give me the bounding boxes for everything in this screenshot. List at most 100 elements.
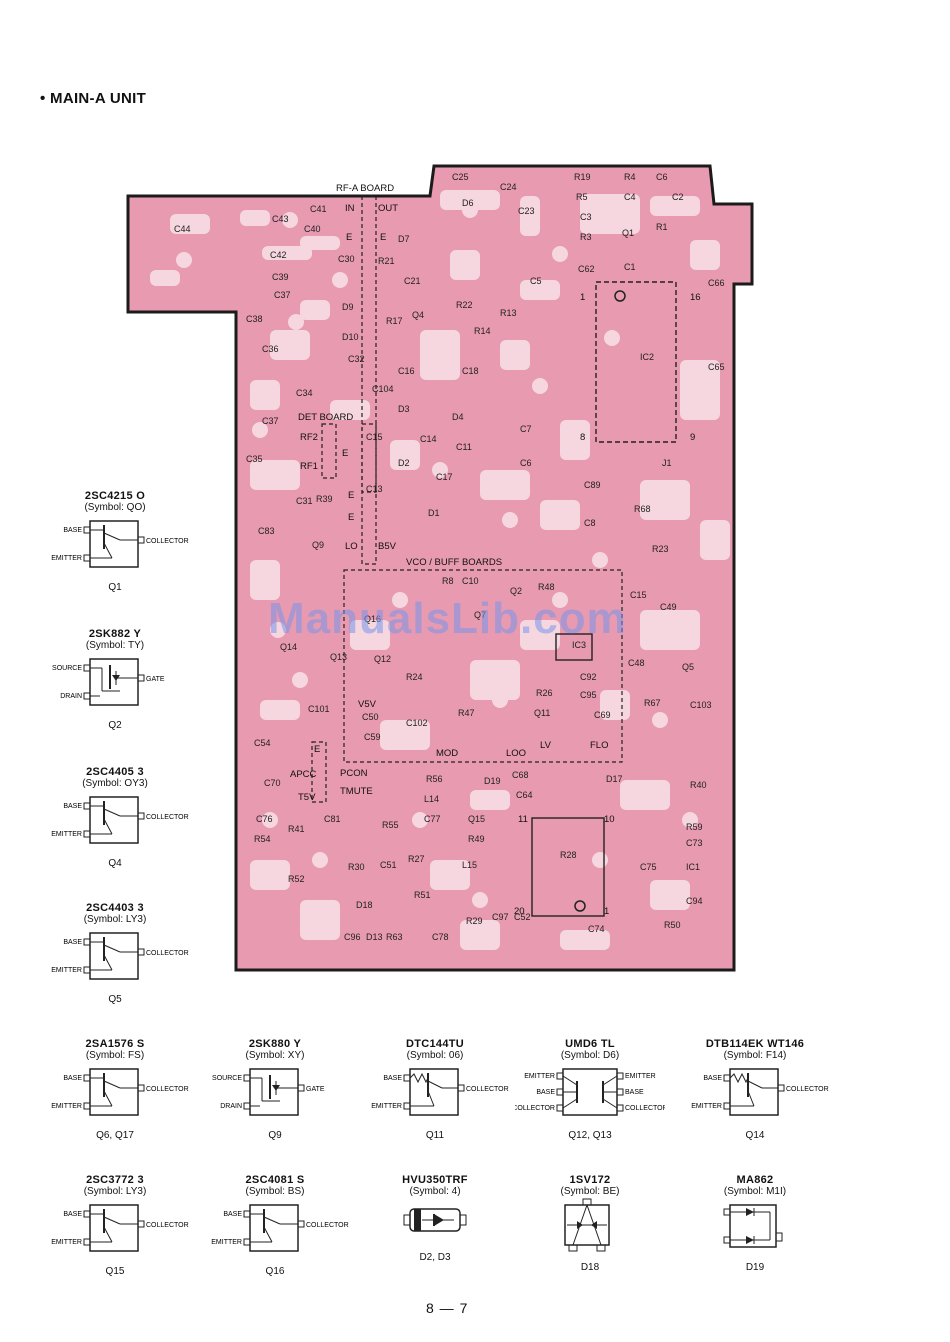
component-label-r51: R51	[414, 890, 431, 900]
component-label-r17: R17	[386, 316, 403, 326]
package-name: 1SV172	[569, 1174, 611, 1186]
component-label-r40: R40	[690, 780, 707, 790]
package-ref: Q9	[268, 1130, 282, 1141]
pin-label-emitter: EMITTER	[524, 1073, 555, 1080]
det-pin-e2: E	[348, 490, 354, 501]
board-pad	[690, 240, 720, 270]
component-label-c92: C92	[580, 672, 597, 682]
vco-pin-t5v: T5V	[298, 792, 316, 803]
component-label-c37: C37	[274, 290, 291, 300]
ic2-pin-16: 16	[690, 292, 701, 303]
pin-label-collector: COLLECTOR	[146, 1086, 189, 1093]
det-pin-e3: E	[348, 512, 354, 523]
package-q16: 2SC4081 S (Symbol: BS) BASE EMITTER COLL…	[200, 1174, 350, 1277]
board-pad	[460, 920, 500, 950]
package-q11: DTC144TU (Symbol: 06) BASE EMITTER COLLE…	[360, 1038, 510, 1141]
component-label-q5: Q5	[682, 662, 694, 672]
board-via	[176, 252, 192, 268]
board-pad	[480, 470, 530, 500]
component-label-d6: D6	[462, 198, 474, 208]
board-pad	[250, 460, 300, 490]
component-label-c73: C73	[686, 838, 703, 848]
component-label-c64: C64	[516, 790, 533, 800]
component-label-r63: R63	[386, 932, 403, 942]
board-pad	[680, 360, 720, 420]
component-label-r4: R4	[624, 172, 636, 182]
component-label-c77: C77	[424, 814, 441, 824]
component-label-c11: C11	[456, 442, 472, 452]
component-label-d19: D19	[484, 776, 501, 786]
component-label-r24: R24	[406, 672, 423, 682]
component-label-r50: R50	[664, 920, 681, 930]
board-via	[312, 852, 328, 868]
pin-label-collector: COLLECTOR	[625, 1105, 665, 1112]
component-label-c4: C4	[624, 192, 636, 202]
component-label-c34: C34	[296, 388, 313, 398]
component-label-r30: R30	[348, 862, 365, 872]
component-label-c14: C14	[420, 434, 437, 444]
board-via	[552, 246, 568, 262]
component-label-c39: C39	[272, 272, 289, 282]
component-label-r27: R27	[408, 854, 425, 864]
pin-label-emitter: EMITTER	[51, 831, 82, 838]
pin-label-collector: COLLECTOR	[306, 1222, 349, 1229]
component-label-c68: C68	[512, 770, 529, 780]
package-q6-q17: 2SA1576 S (Symbol: FS) BASE EMITTER COLL…	[40, 1038, 190, 1141]
component-label-c44: C44	[174, 224, 191, 234]
package-pinout-icon: SOURCE DRAIN GATE	[200, 1061, 350, 1128]
component-label-d7: D7	[398, 234, 410, 244]
pin-label-base: BASE	[383, 1075, 402, 1082]
pin-label-emitter: EMITTER	[211, 1239, 242, 1246]
package-name: MA862	[736, 1174, 774, 1186]
package-pinout-icon: EMITTER BASE COLLECTOR EMITTER BASE COLL…	[512, 1061, 668, 1128]
component-label-q7: Q7	[474, 610, 486, 620]
board-via	[652, 712, 668, 728]
board-via	[282, 212, 298, 228]
component-label-c54: C54	[254, 738, 271, 748]
component-label-c94: C94	[686, 896, 703, 906]
component-label-j1: J1	[662, 458, 672, 468]
watermark: ManualsLib.com	[268, 594, 627, 643]
board-pad	[540, 500, 580, 530]
component-label-c101: C101	[308, 704, 330, 714]
component-label-r55: R55	[382, 820, 399, 830]
board-via	[288, 314, 304, 330]
package-d19: MA862 (Symbol: M1I) D19	[680, 1174, 830, 1273]
component-label-r68: R68	[634, 504, 651, 514]
det-pin-rf2: RF2	[300, 432, 318, 443]
pin-label-gate: GATE	[306, 1086, 325, 1093]
component-label-c95: C95	[580, 690, 597, 700]
board-via	[592, 852, 608, 868]
component-label-q12: Q12	[374, 654, 391, 664]
pin-label-collector: COLLECTOR	[515, 1105, 555, 1112]
package-name: HVU350TRF	[402, 1174, 468, 1186]
pin-label-source: SOURCE	[212, 1075, 242, 1082]
pin-label-emitter: EMITTER	[51, 1103, 82, 1110]
pin-label-collector: COLLECTOR	[146, 1222, 189, 1229]
package-name: 2SA1576 S	[85, 1038, 145, 1050]
component-label-d1: D1	[428, 508, 440, 518]
package-q9: 2SK880 Y (Symbol: XY) SOURCE DRAIN GATE …	[200, 1038, 350, 1141]
board-pad	[250, 560, 280, 600]
board-via	[252, 422, 268, 438]
component-label-ic1: IC1	[686, 862, 700, 872]
component-label-c25: C25	[452, 172, 469, 182]
package-symbol: (Symbol: M1I)	[723, 1186, 787, 1197]
package-name: UMD6 TL	[565, 1038, 615, 1050]
component-label-c70: C70	[264, 778, 281, 788]
component-label-c65: C65	[708, 362, 725, 372]
component-label-d17: D17	[606, 774, 623, 784]
component-label-q14: Q14	[280, 642, 297, 652]
vco-pin-tmute: TMUTE	[340, 786, 373, 797]
board-pad	[240, 210, 270, 226]
package-pinout-icon: BASE EMITTER COLLECTOR	[200, 1197, 350, 1264]
pin-label-collector: COLLECTOR	[466, 1086, 509, 1093]
board-pad	[262, 246, 312, 260]
vco-buff-label: VCO / BUFF BOARDS	[406, 557, 502, 568]
component-label-r13: R13	[500, 308, 517, 318]
component-label-d13: D13	[366, 932, 383, 942]
component-label-c97: C97	[492, 912, 509, 922]
package-q2: 2SK882 Y (Symbol: TY) SOURCE DRAIN GATE …	[40, 628, 190, 731]
board-pad	[520, 280, 560, 300]
